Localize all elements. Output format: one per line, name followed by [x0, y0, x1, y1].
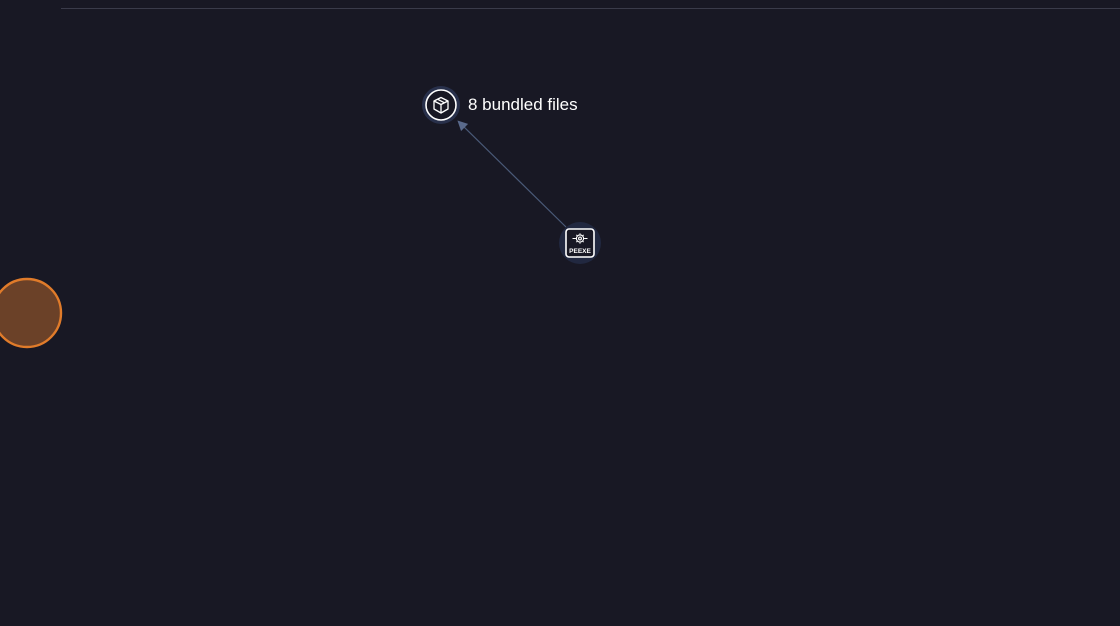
bundle-node-label: 8 bundled files: [468, 95, 578, 114]
side-node[interactable]: [0, 277, 63, 349]
bundle-node[interactable]: [422, 86, 460, 124]
gear-icon: [572, 233, 588, 244]
file-type-label: PEEXE: [569, 248, 591, 255]
top-divider: [61, 8, 1120, 9]
package-icon: [433, 96, 449, 114]
file-node-peexe[interactable]: PEEXE: [559, 222, 601, 264]
graph-edge: [457, 120, 567, 228]
